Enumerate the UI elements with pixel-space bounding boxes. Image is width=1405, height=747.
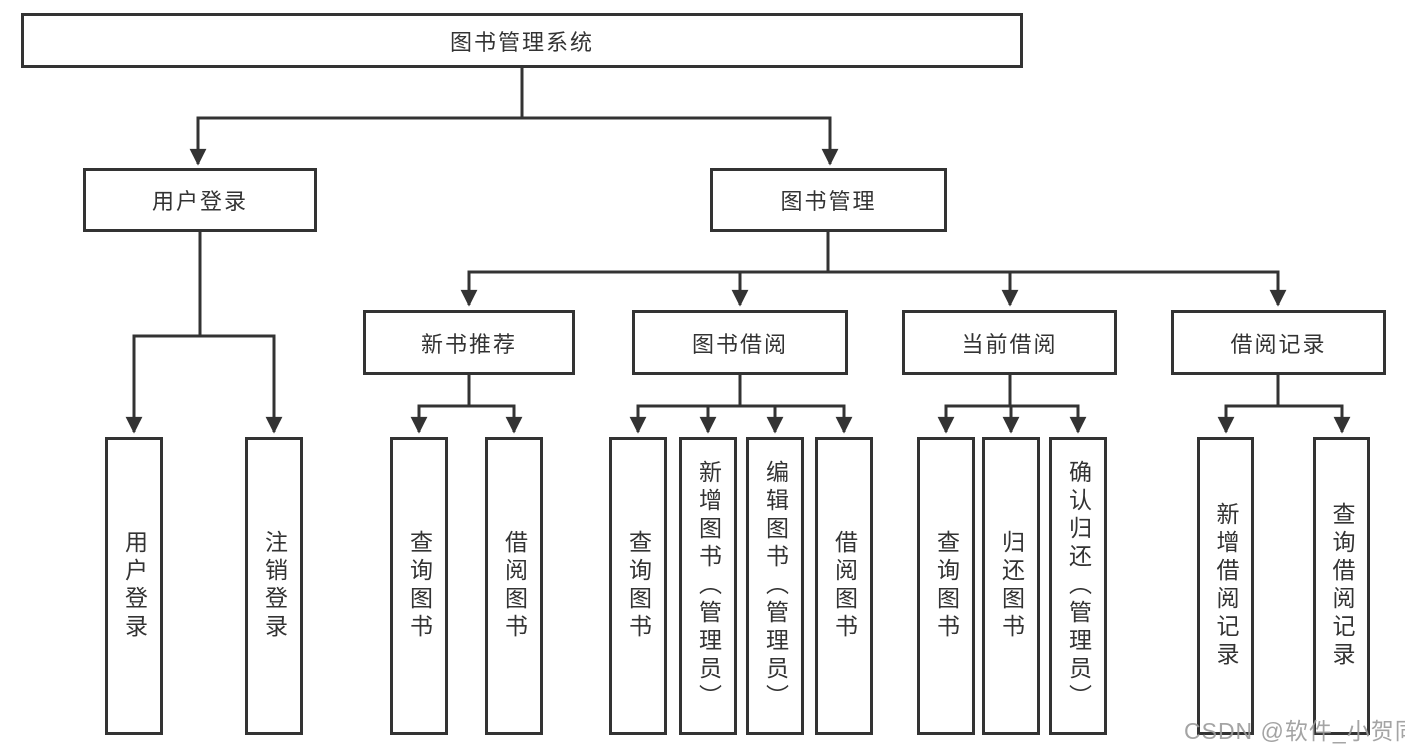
node-root-label: 图书管理系统 — [449, 29, 594, 55]
node-book-management: 图书管理 — [710, 168, 947, 232]
node-book-borrow: 图书借阅 — [632, 310, 848, 375]
leaf-query-borrow-record: 查询借阅记录 — [1313, 437, 1370, 735]
node-book-borrow-label: 图书借阅 — [691, 331, 788, 357]
leaf-add-borrow-record: 新增借阅记录 — [1197, 437, 1254, 735]
leaf-add-book-admin: 新增图书（管理员） — [679, 437, 737, 735]
node-borrow-records: 借阅记录 — [1171, 310, 1386, 375]
leaf-edit-book-admin: 编辑图书（管理员） — [746, 437, 804, 735]
leaf-confirm-return-admin: 确认归还（管理员） — [1049, 437, 1107, 735]
leaf-query-books-recommend-label: 查询图书 — [406, 530, 433, 642]
leaf-edit-book-admin-label: 编辑图书（管理员） — [762, 460, 789, 712]
node-borrow-records-label: 借阅记录 — [1230, 331, 1327, 357]
node-user-login: 用户登录 — [83, 168, 317, 232]
leaf-user-login-label: 用户登录 — [121, 530, 148, 642]
node-new-book-recommend: 新书推荐 — [363, 310, 575, 375]
leaf-query-borrow-record-label: 查询借阅记录 — [1329, 502, 1355, 670]
leaf-logout-label: 注销登录 — [261, 530, 288, 642]
leaf-add-borrow-record-label: 新增借阅记录 — [1213, 502, 1239, 670]
node-user-login-label: 用户登录 — [151, 189, 248, 214]
leaf-borrow-books: 借阅图书 — [815, 437, 873, 735]
leaf-return-book: 归还图书 — [982, 437, 1040, 735]
watermark: CSDN @软件_小贺同学 — [1184, 718, 1405, 744]
node-book-management-label: 图书管理 — [780, 189, 877, 214]
leaf-query-books-current: 查询图书 — [917, 437, 975, 735]
leaf-query-books-borrow-label: 查询图书 — [625, 530, 652, 642]
node-current-borrow: 当前借阅 — [902, 310, 1117, 375]
node-current-borrow-label: 当前借阅 — [961, 331, 1058, 357]
leaf-query-books-recommend: 查询图书 — [390, 437, 448, 735]
leaf-user-login: 用户登录 — [105, 437, 163, 735]
leaf-query-books-current-label: 查询图书 — [933, 530, 960, 642]
leaf-borrow-books-recommend: 借阅图书 — [485, 437, 543, 735]
leaf-add-book-admin-label: 新增图书（管理员） — [695, 460, 722, 712]
node-root: 图书管理系统 — [21, 13, 1023, 68]
leaf-borrow-books-label: 借阅图书 — [831, 530, 858, 642]
leaf-confirm-return-admin-label: 确认归还（管理员） — [1065, 460, 1092, 712]
leaf-borrow-books-recommend-label: 借阅图书 — [501, 530, 528, 642]
leaf-return-book-label: 归还图书 — [998, 530, 1025, 642]
leaf-logout: 注销登录 — [245, 437, 303, 735]
leaf-query-books-borrow: 查询图书 — [609, 437, 667, 735]
node-new-book-recommend-label: 新书推荐 — [420, 331, 517, 357]
